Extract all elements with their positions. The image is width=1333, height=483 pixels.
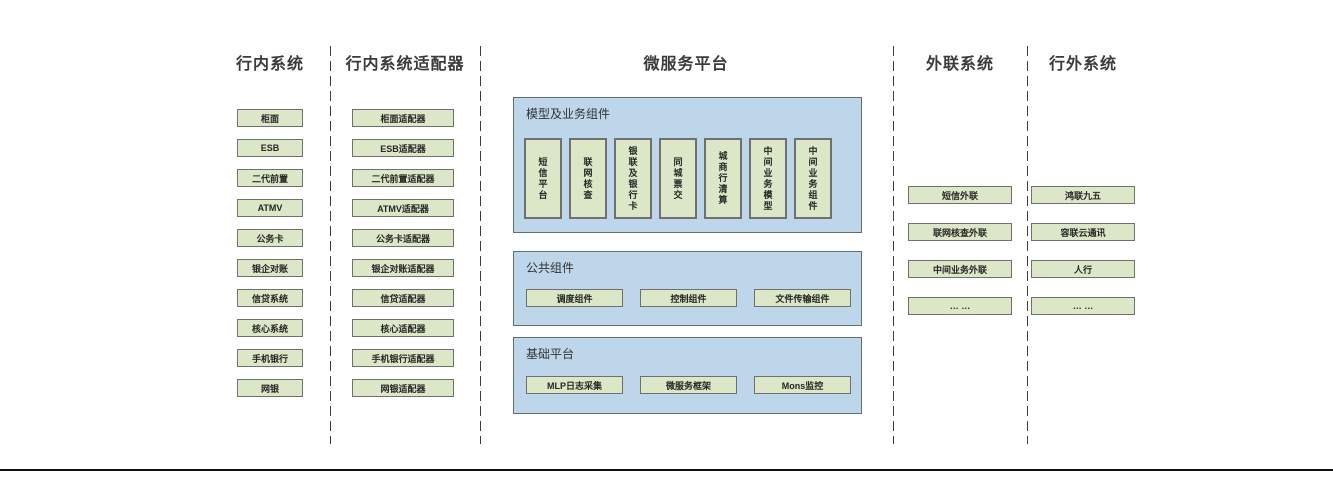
box-label: 联网核查 [582,156,593,201]
panel-label: 公共组件 [526,261,575,275]
outside-systems-list: 鸿联九五容联云通讯人行 … … [1031,186,1135,315]
model-component-box: 中间业务模型 [749,138,787,219]
system-box: 柜面 [237,109,303,127]
model-components-list: 短信平台 联网核查 银联及银行卡 同城票交 城商行清算 中间业务模型 中间业务组件 [524,138,832,219]
panel-label: 基础平台 [526,347,575,361]
model-component-box: 同城票交 [659,138,697,219]
base-component-box: MLP日志采集 [526,376,623,394]
adapter-box: 信贷适配器 [352,289,454,307]
base-component-box: 微服务框架 [640,376,737,394]
system-box: 公务卡 [237,229,303,247]
box-label: 同城票交 [672,156,683,201]
system-box: 手机银行 [237,349,303,367]
external-link-systems-list: 短信外联联网核查外联中间业务外联 … … [908,186,1012,315]
system-box: 二代前置 [237,169,303,187]
system-box: ATMV [237,199,303,217]
external-link-box: 联网核查外联 [908,223,1012,241]
model-component-box: 银联及银行卡 [614,138,652,219]
outside-system-box: 鸿联九五 [1031,186,1135,204]
model-component-box: 联网核查 [569,138,607,219]
panel-model-business-components: 模型及业务组件 短信平台 联网核查 银联及银行卡 同城票交 城商行清算 中间业务模型 中间业… [513,97,862,233]
common-components-list: 调度组件控制组件文件传输组件 [526,289,851,307]
adapter-box: ATMV适配器 [352,199,454,217]
external-link-box: … … [908,297,1012,315]
column-divider [893,46,894,444]
column-divider [1027,46,1028,444]
model-component-box: 短信平台 [524,138,562,219]
system-box: 银企对账 [237,259,303,277]
column-title-internal-systems: 行内系统 [235,56,304,73]
box-label: 银联及银行卡 [627,145,638,212]
column-title-outside-systems: 行外系统 [1048,56,1117,73]
internal-adapters-list: 柜面适配器 ESB适配器二代前置适配器 ATMV适配器公务卡适配器银企对账适配器信贷… [352,109,454,397]
panel-common-components: 公共组件 调度组件控制组件文件传输组件 [513,251,862,326]
adapter-box: 二代前置适配器 [352,169,454,187]
box-label: 城商行清算 [717,151,728,206]
column-title-external-link-systems: 外联系统 [925,56,994,73]
system-box: 信贷系统 [237,289,303,307]
base-platform-list: MLP日志采集微服务框架 Mons监控 [526,376,851,394]
column-divider [330,46,331,444]
adapter-box: 柜面适配器 [352,109,454,127]
adapter-box: 手机银行适配器 [352,349,454,367]
common-component-box: 文件传输组件 [754,289,851,307]
box-label: 中间业务模型 [762,145,773,212]
internal-systems-list: 柜面 ESB 二代前置 ATMV 公务卡银企对账信贷系统核心系统手机银行网银 [237,109,303,397]
column-title-microservice-platform: 微服务平台 [643,56,729,73]
base-component-box: Mons监控 [754,376,851,394]
adapter-box: ESB适配器 [352,139,454,157]
outside-system-box: … … [1031,297,1135,315]
model-component-box: 城商行清算 [704,138,742,219]
system-box: ESB [237,139,303,157]
common-component-box: 调度组件 [526,289,623,307]
system-box: 网银 [237,379,303,397]
common-component-box: 控制组件 [640,289,737,307]
outside-system-box: 容联云通讯 [1031,223,1135,241]
system-box: 核心系统 [237,319,303,337]
adapter-box: 公务卡适配器 [352,229,454,247]
bottom-rule [0,469,1333,471]
panel-label: 模型及业务组件 [526,107,611,121]
panel-base-platform: 基础平台 MLP日志采集微服务框架 Mons监控 [513,337,862,414]
box-label: 短信平台 [537,156,548,201]
box-label: 中间业务组件 [807,145,818,212]
column-title-internal-adapters: 行内系统适配器 [345,56,465,73]
external-link-box: 中间业务外联 [908,260,1012,278]
external-link-box: 短信外联 [908,186,1012,204]
adapter-box: 网银适配器 [352,379,454,397]
model-component-box: 中间业务组件 [794,138,832,219]
adapter-box: 银企对账适配器 [352,259,454,277]
column-divider [480,46,481,444]
outside-system-box: 人行 [1031,260,1135,278]
adapter-box: 核心适配器 [352,319,454,337]
